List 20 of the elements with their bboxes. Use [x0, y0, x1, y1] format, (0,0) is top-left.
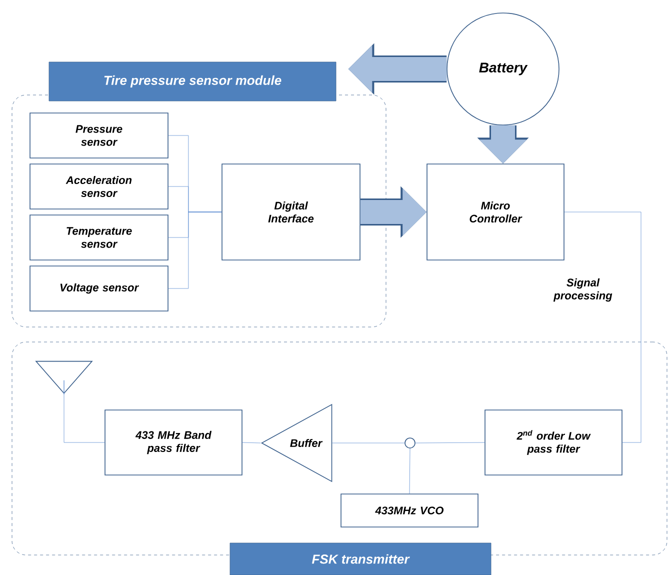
connector-line	[564, 212, 642, 443]
junction-circle	[404, 438, 416, 448]
sensor-box: Voltage sensor	[30, 266, 168, 312]
connector-line	[242, 442, 261, 444]
connector-line	[332, 442, 405, 444]
connector-line	[64, 380, 105, 443]
controller-box: Micro Controller	[426, 164, 564, 260]
node-label: Tire pressure sensor module	[104, 75, 282, 88]
connector-line	[168, 212, 222, 289]
filter-box: 2$^{nd}$ order Low pass filter	[484, 410, 622, 476]
sensor-box: Pressure sensor	[30, 112, 168, 158]
connector-line	[415, 442, 485, 444]
edge-label: Signal processing	[553, 278, 612, 302]
filter-box: 433 MHz Band pass filter	[104, 410, 242, 476]
vco-box: 433MHz VCO	[340, 494, 478, 528]
sensor-box: Temperature sensor	[30, 214, 168, 260]
sensor-box: Acceleration sensor	[30, 164, 168, 210]
connector-line	[409, 448, 410, 494]
interface-box: Digital Interface	[222, 164, 360, 260]
node-label: FSK transmitter	[312, 554, 410, 564]
